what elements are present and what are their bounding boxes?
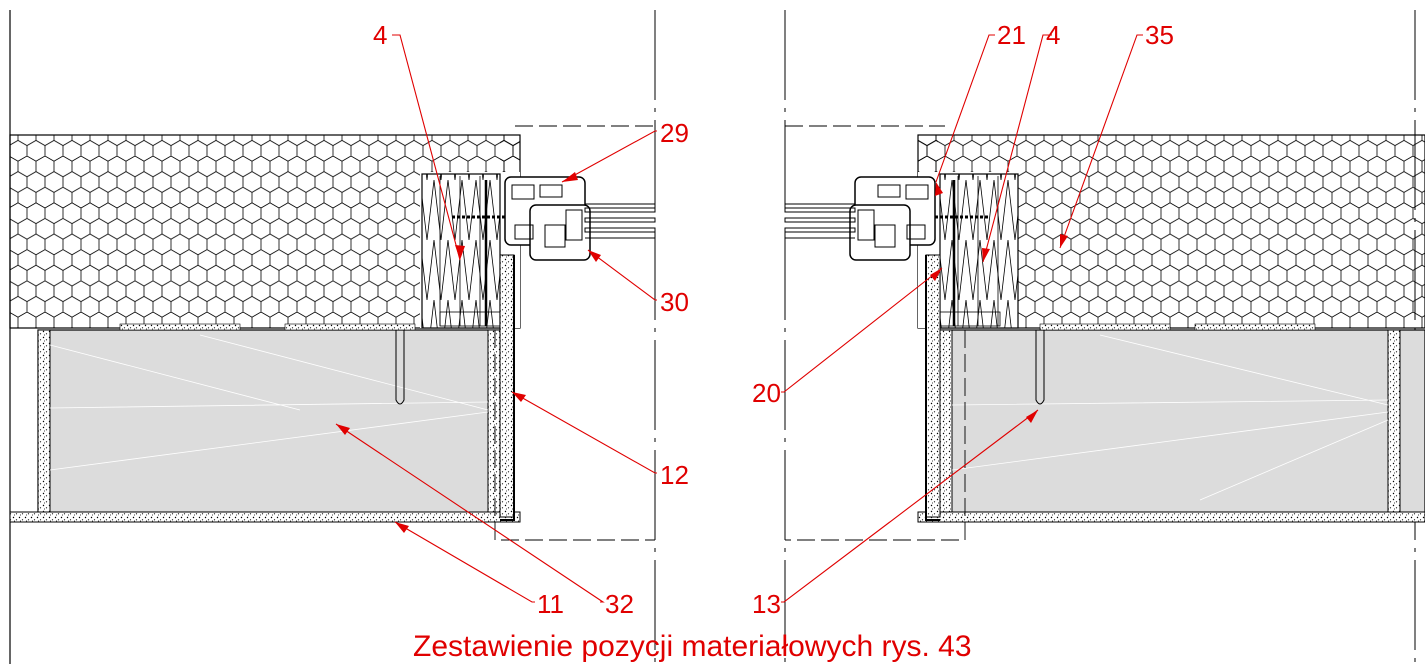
label-12: 12 [660, 460, 689, 490]
label-32: 32 [605, 589, 634, 619]
label-13: 13 [752, 589, 781, 619]
position-labels: 4 29 30 12 11 32 21 4 35 20 13 Zestawien… [373, 20, 1174, 663]
leader-lines [335, 34, 1143, 603]
label-21: 21 [997, 20, 1026, 50]
window-profile-left [504, 176, 656, 261]
label-4-right: 4 [1046, 20, 1060, 50]
label-29: 29 [660, 118, 689, 148]
window-frame-right [939, 173, 1019, 329]
right-detail [784, 10, 1425, 664]
wall-panel-right [939, 329, 1425, 521]
label-30: 30 [660, 287, 689, 317]
drawing-caption: Zestawienie pozycji materiałowych rys. 4… [413, 630, 972, 663]
left-detail [9, 10, 656, 664]
label-35: 35 [1145, 20, 1174, 50]
wall-panel-left [37, 329, 501, 521]
label-20: 20 [752, 378, 781, 408]
label-11: 11 [537, 589, 564, 619]
window-profile-right [784, 176, 936, 261]
label-4-left: 4 [373, 20, 387, 50]
